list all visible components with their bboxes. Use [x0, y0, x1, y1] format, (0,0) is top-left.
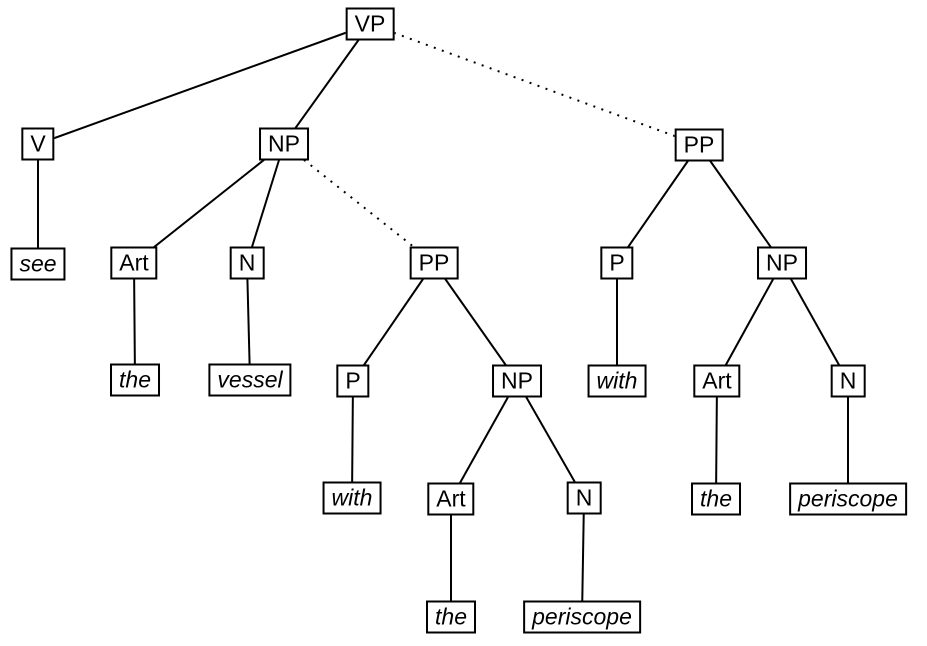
- edge-pp2-p2: [616, 144, 700, 264]
- tree-node-periscope1: periscope: [523, 600, 641, 634]
- edge-vp-v: [37, 23, 371, 145]
- tree-node-the1: the: [110, 363, 160, 397]
- edge-np2-n2: [781, 262, 849, 382]
- tree-node-the3: the: [426, 600, 476, 634]
- tree-node-pp2: PP: [674, 128, 724, 162]
- tree-node-v: V: [21, 127, 55, 161]
- edge-pp1-p1: [352, 262, 435, 382]
- tree-node-np3: NP: [492, 364, 542, 398]
- tree-node-with1: with: [322, 481, 382, 515]
- tree-node-p2: P: [600, 246, 634, 280]
- edge-art1-the1: [133, 262, 136, 381]
- tree-node-the2: the: [691, 482, 741, 516]
- edge-n1-vessel: [246, 262, 251, 381]
- edge-vp-np1: [283, 23, 371, 145]
- tree-node-art2: Art: [693, 364, 741, 398]
- tree-node-p1: P: [336, 364, 370, 398]
- edge-pp2-np2: [698, 144, 783, 264]
- tree-node-art1: Art: [110, 246, 158, 280]
- tree-node-art3: Art: [427, 482, 475, 516]
- edge-n3-periscope1: [581, 497, 585, 618]
- edge-p1-with1: [351, 380, 354, 499]
- tree-node-with2: with: [587, 364, 647, 398]
- edge-np3-n3: [516, 380, 585, 499]
- tree-node-vessel: vessel: [208, 363, 292, 397]
- edge-pp1-np3: [433, 262, 518, 382]
- edge-np1-art1: [133, 143, 285, 264]
- tree-node-vp: VP: [345, 7, 395, 41]
- tree-node-np2: NP: [757, 246, 807, 280]
- tree-node-np1: NP: [259, 127, 309, 161]
- edge-np2-art2: [716, 262, 783, 382]
- tree-node-n2: N: [830, 364, 866, 398]
- edge-art2-the2: [715, 380, 718, 500]
- tree-node-see: see: [10, 247, 66, 281]
- tree-node-pp1: PP: [409, 246, 459, 280]
- tree-node-n1: N: [229, 246, 265, 280]
- tree-node-periscope2: periscope: [789, 482, 907, 516]
- edge-np3-art3: [450, 380, 518, 500]
- edge-np1-n1: [246, 143, 285, 264]
- tree-node-n3: N: [566, 481, 602, 515]
